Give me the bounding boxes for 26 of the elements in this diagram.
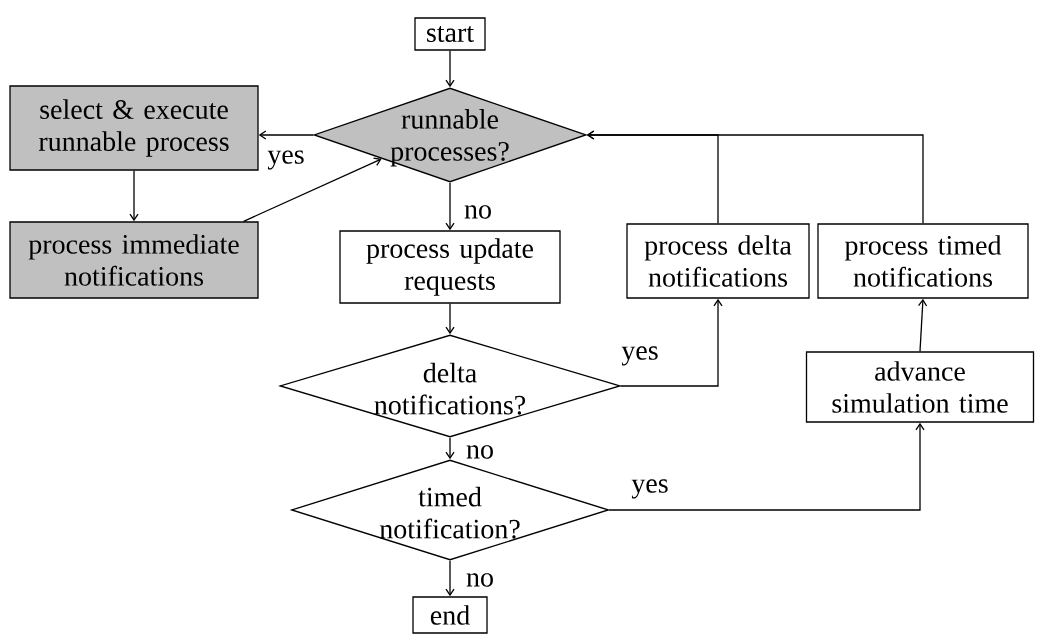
process-box: process delta notifications: [626, 223, 810, 299]
edge-label: yes: [630, 478, 670, 500]
arrow: [620, 298, 723, 387]
edge-label: yes: [266, 149, 306, 171]
arrow: [129, 170, 139, 222]
edge-label: no: [463, 204, 493, 220]
arrow: [258, 130, 314, 140]
process-box: process immediate notifications: [9, 221, 259, 299]
arrow: [445, 560, 455, 597]
arrow: [917, 298, 928, 352]
arrow: [445, 182, 455, 231]
process-box: process update requests: [339, 230, 561, 304]
edge-label: no: [465, 572, 495, 588]
terminal-box: start: [414, 17, 486, 51]
terminal-box: end: [412, 596, 488, 634]
edge-label: yes: [620, 345, 660, 367]
arrow: [586, 130, 924, 224]
arrow: [608, 422, 925, 511]
arrow: [445, 437, 455, 460]
process-box: select & execute runnable process: [9, 85, 259, 171]
arrow: [243, 157, 382, 222]
process-box: advance simulation time: [805, 351, 1035, 423]
arrow: [445, 303, 455, 335]
arrow: [445, 50, 455, 88]
edge-label: no: [465, 444, 495, 460]
process-box: process timed notifications: [817, 223, 1029, 299]
